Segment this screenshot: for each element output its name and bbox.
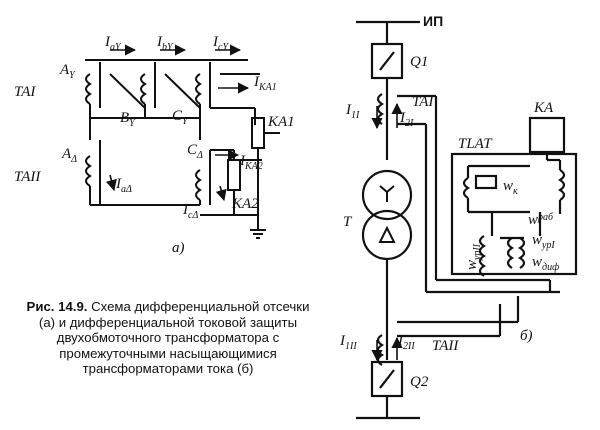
label-ta1-a: TAI (14, 84, 36, 100)
label-i2ii: I2II (397, 333, 415, 352)
ct-coil-ta2 (376, 334, 385, 366)
label-t: T (343, 214, 353, 230)
figure-b-labels: ИП Q1 Q2 TAI TAII I1I I2I I1II I2II T TL… (339, 13, 559, 390)
label-iay: IaY (104, 34, 122, 53)
caption-prefix: Рис. 14.9. (26, 299, 88, 314)
caption-text: Схема дифференциальной отсечки (а) и диф… (38, 299, 310, 377)
label-q2: Q2 (410, 374, 429, 390)
label-ta1-b: TAI (412, 94, 434, 110)
figure-b (356, 20, 578, 420)
label-wur2: wурII (464, 243, 483, 270)
label-icd: IcΔ (182, 202, 198, 221)
figure-a-caption: а) (172, 240, 185, 256)
ct-coil-b-y (140, 73, 147, 105)
figure-caption: Рис. 14.9. Схема дифференциальной отсечк… (18, 299, 318, 377)
ct-coil-c-delta (195, 169, 202, 201)
figure-a (85, 59, 280, 239)
ct-coil-a-y (85, 73, 92, 105)
label-cy: CY (172, 108, 189, 127)
coil-wk (462, 177, 471, 199)
label-wdif: wдиф (532, 254, 559, 273)
label-q1: Q1 (410, 54, 428, 70)
label-ika1: IKA1 (253, 74, 277, 93)
transformer-winding-star (361, 169, 413, 221)
ct-coil-a-delta (85, 155, 92, 187)
figure-b-caption: б) (520, 328, 533, 344)
label-ka2: KA2 (231, 196, 259, 212)
ct-coil-ta1 (376, 93, 385, 125)
label-tlat: TLAT (458, 136, 493, 152)
label-ika2: IKA2 (239, 153, 263, 172)
coil-wdif (517, 237, 526, 269)
coil-wur1 (506, 237, 515, 269)
tlat-box (450, 152, 578, 276)
relay-ka (528, 116, 566, 154)
label-wrab: wраб (528, 212, 554, 228)
label-iad: IaΔ (115, 176, 132, 195)
label-cd: CΔ (187, 142, 203, 161)
label-ka1: KA1 (267, 114, 295, 130)
figure-a-arrows (105, 44, 250, 202)
label-ip: ИП (423, 13, 443, 29)
label-ta2-b: TAII (432, 338, 459, 354)
label-i1i: I1I (345, 102, 360, 121)
resistor-wk (474, 174, 498, 190)
label-by: BY (120, 110, 136, 129)
label-ad: AΔ (61, 146, 77, 165)
label-ay: AY (59, 62, 76, 81)
label-ka: KA (533, 100, 554, 116)
relay-ka1 (251, 117, 265, 149)
figure-b-arrows (371, 102, 403, 362)
label-icy: IcY (212, 34, 229, 53)
label-wur1: wурI (532, 232, 555, 251)
label-ta2-a: TAII (14, 169, 41, 185)
label-i1ii: I1II (339, 333, 357, 352)
relay-ka2 (227, 159, 241, 191)
label-wk: wк (503, 178, 518, 197)
delta-symbol (378, 225, 396, 243)
label-iby: IbY (156, 34, 174, 53)
ct-coil-c-y (195, 73, 202, 105)
coil-wur2 (478, 235, 487, 277)
label-i2i: I2I (399, 110, 414, 129)
coil-wrab (557, 169, 566, 201)
figure-a-labels: TAI TAII IaY IbY IcY AY BY CY AΔ CΔ IaΔ … (14, 34, 295, 256)
transformer-symbols (378, 185, 396, 243)
